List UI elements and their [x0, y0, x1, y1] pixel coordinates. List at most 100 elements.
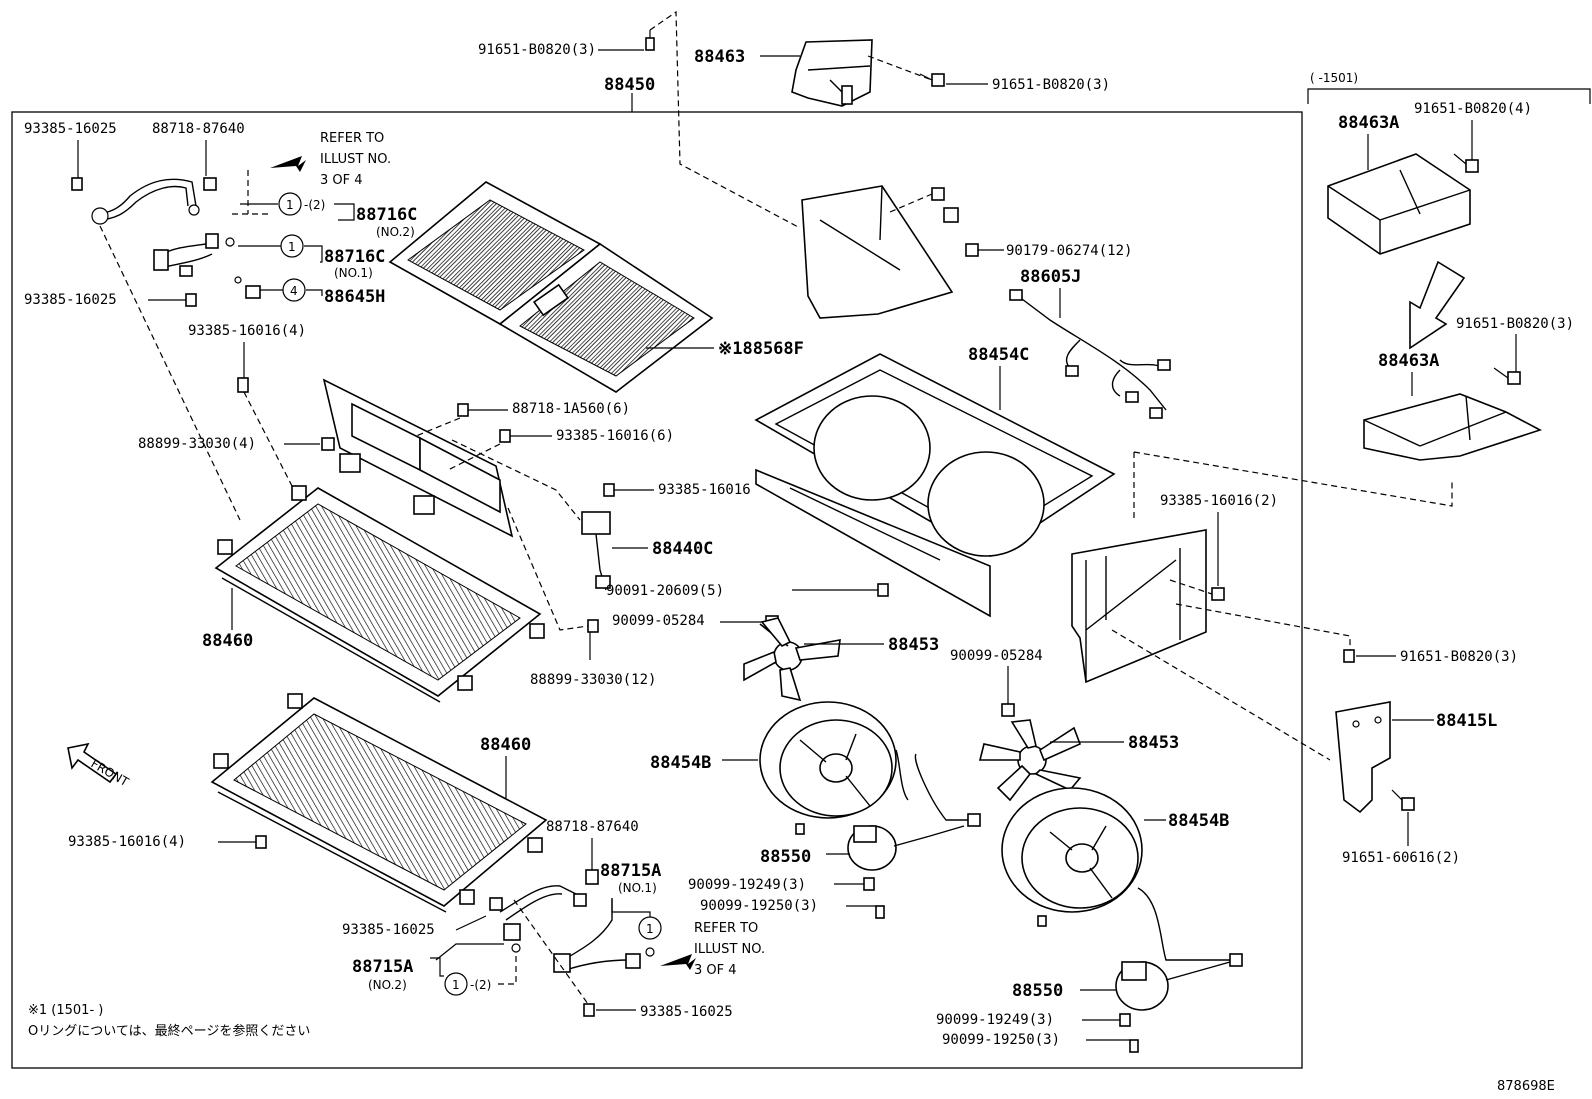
label-88463: 88463 [694, 47, 745, 67]
shroud-88454c [754, 353, 1116, 618]
bolt-91651-b0820-right [919, 73, 945, 87]
label-88550-b: 88550 [1012, 981, 1063, 1001]
circle-1-a: 1 [286, 198, 294, 212]
bracket-88463a-b [1363, 393, 1543, 461]
frame-label: 88450 [604, 75, 655, 95]
label-90099-05284-b: 90099-05284 [950, 648, 1043, 664]
fan-88453-b [978, 719, 1082, 802]
label-88454c: 88454C [968, 345, 1029, 365]
plate-88415l [1335, 701, 1391, 814]
label-93385-16016-4a: 93385-16016(4) [188, 323, 306, 339]
label-90099-19250-b: 90099-19250(3) [942, 1032, 1060, 1048]
label-88463a-b: 88463A [1378, 351, 1439, 371]
bracket-88463a-a [1327, 153, 1471, 255]
label-88899-33030-12: 88899-33030(12) [530, 672, 656, 688]
pipe-upper [91, 178, 200, 225]
label-91651-b0820-3-low: 91651-B0820(3) [1400, 649, 1518, 665]
label-90099-19250-a: 90099-19250(3) [700, 898, 818, 914]
label-88550-a: 88550 [760, 847, 811, 867]
label-88460-lower: 88460 [480, 735, 531, 755]
bracket-88463 [791, 39, 873, 107]
suffix-2-b: -(2) [470, 978, 491, 992]
cover-plate [322, 378, 514, 538]
label-91651-b0820-3-top: 91651-B0820(3) [478, 42, 596, 58]
label-93385-16025-c: 93385-16025 [342, 922, 435, 938]
inset-range: ( -1501) [1310, 71, 1358, 85]
refer-bottom-line3: 3 OF 4 [694, 963, 737, 978]
front-label: FRONT [89, 756, 132, 789]
label-90099-19249-b: 90099-19249(3) [936, 1012, 1054, 1028]
label-88718-87640-b: 88718-87640 [546, 819, 639, 835]
refer-top-line2: ILLUST NO. [320, 152, 391, 167]
label-88568f: ※188568F [718, 339, 804, 359]
label-88454b-a: 88454B [650, 753, 711, 773]
label-91651-60616: 91651-60616(2) [1342, 850, 1460, 866]
label-88453-b: 88453 [1128, 733, 1179, 753]
label-93385-16016-2: 93385-16016(2) [1160, 493, 1278, 509]
label-no2-a: (NO.2) [376, 225, 415, 239]
bolt-91651-b0820-top [645, 30, 655, 51]
label-93385-16016-6: 93385-16016(6) [556, 428, 674, 444]
suffix-2-a: -(2) [304, 198, 325, 212]
arrow-down-icon [1409, 260, 1466, 350]
label-88415l: 88415L [1436, 711, 1497, 731]
refer-top-line1: REFER TO [320, 131, 384, 146]
condenser-88460-lower [210, 693, 548, 913]
label-no2-b: (NO.2) [368, 978, 407, 992]
label-88453-a: 88453 [888, 635, 939, 655]
label-88715a-no2: 88715A [352, 957, 413, 977]
label-no1-b: (NO.1) [618, 881, 657, 895]
duct-bracket [801, 185, 954, 319]
label-88718-87640-a: 88718-87640 [152, 121, 245, 137]
label-88716c-no2: 88716C [356, 205, 417, 225]
refer-top-line3: 3 OF 4 [320, 173, 363, 188]
front-arrow-icon [67, 742, 118, 784]
label-91651-b0820-3-inset: 91651-B0820(3) [1456, 316, 1574, 332]
label-93385-16025-b: 93385-16025 [24, 292, 117, 308]
fan-ring-88454b-a [759, 701, 909, 819]
label-88605j: 88605J [1020, 267, 1081, 287]
note-line1: ※1 (1501- ) [28, 1003, 103, 1018]
refer-bottom-line1: REFER TO [694, 921, 758, 936]
label-91651-b0820-3-right: 91651-B0820(3) [992, 77, 1110, 93]
motor-88550-a [847, 825, 965, 871]
label-88718-1a560: 88718-1A560(6) [512, 401, 630, 417]
label-88715a-no1: 88715A [600, 861, 661, 881]
label-93385-16016: 93385-16016 [658, 482, 751, 498]
circle-1-c: 1 [646, 922, 654, 936]
label-88716c-no1: 88716C [324, 247, 385, 267]
main-frame [11, 111, 1303, 1069]
fan-ring-88454b-b [1001, 787, 1143, 913]
refer-bottom-line2: ILLUST NO. [694, 942, 765, 957]
harness-88605j [1009, 289, 1171, 419]
label-88460-upper: 88460 [202, 631, 253, 651]
label-91651-b0820-4: 91651-B0820(4) [1414, 101, 1532, 117]
side-bracket [1071, 529, 1207, 684]
label-88454b-b: 88454B [1168, 811, 1229, 831]
label-88440c: 88440C [652, 539, 713, 559]
note-line2: Oリングについては、最終ページを参照ください [28, 1023, 310, 1039]
label-88899-33030-4: 88899-33030(4) [138, 436, 256, 452]
label-90099-05284-a: 90099-05284 [612, 613, 705, 629]
circle-1-d: 1 [452, 978, 460, 992]
pipe-fitting [153, 233, 219, 277]
label-90091-20609: 90091-20609(5) [606, 583, 724, 599]
label-88645h: 88645H [324, 287, 385, 307]
label-88463a-a: 88463A [1338, 113, 1399, 133]
label-93385-16016-4b: 93385-16016(4) [68, 834, 186, 850]
circle-4: 4 [290, 284, 298, 298]
motor-88550-b [1115, 961, 1231, 1011]
circle-1-b: 1 [288, 240, 296, 254]
label-no1-a: (NO.1) [334, 266, 373, 280]
label-90099-19249-a: 90099-19249(3) [688, 877, 806, 893]
drawing-number: 878698E [1497, 1079, 1555, 1094]
label-90179-06274: 90179-06274(12) [1006, 243, 1132, 259]
condenser-88460-upper [214, 485, 545, 703]
sensor-88440c [451, 439, 611, 591]
label-93385-16025-d: 93385-16025 [640, 1004, 733, 1020]
pipe-lower [489, 885, 655, 973]
filter-88568f [388, 181, 714, 393]
fan-88453-a [743, 617, 841, 702]
label-93385-16025-a: 93385-16025 [24, 121, 117, 137]
